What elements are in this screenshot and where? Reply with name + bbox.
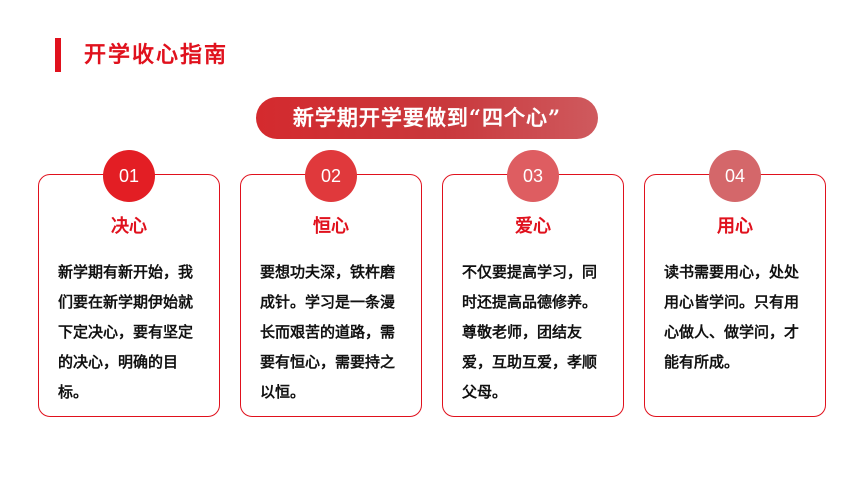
card-1-heading: 决心 (111, 216, 147, 237)
card-1-number-badge: 01 (103, 150, 155, 202)
card-1 (38, 174, 220, 417)
card-2-text: 要想功夫深，铁杵磨成针。学习是一条漫长而艰苦的道路，需要有恒心，需要持之以恒。 (260, 263, 396, 401)
card-4-text: 读书需要用心，处处用心皆学问。只有用心做人、做学问，才能有所成。 (664, 263, 800, 371)
title-accent-bar (55, 38, 61, 72)
card-2 (240, 174, 422, 417)
card-3-text: 不仅要提高学习，同时还提高品德修养。尊敬老师，团结友爱，互助互爱，孝顺父母。 (462, 263, 598, 401)
card-2-number-badge: 02 (305, 150, 357, 202)
page-title: 开学收心指南 (84, 42, 229, 68)
card-1-text: 新学期有新开始，我们要在新学期伊始就下定决心，要有坚定的决心，明确的目标。 (58, 263, 194, 401)
card-4 (644, 174, 826, 417)
banner: 新学期开学要做到“四个心” (256, 97, 598, 139)
card-3-heading: 爱心 (515, 216, 551, 237)
card-2-heading: 恒心 (313, 216, 349, 237)
card-4-number-badge: 04 (709, 150, 761, 202)
card-3-number-badge: 03 (507, 150, 559, 202)
card-4-heading: 用心 (717, 216, 753, 237)
card-3 (442, 174, 624, 417)
